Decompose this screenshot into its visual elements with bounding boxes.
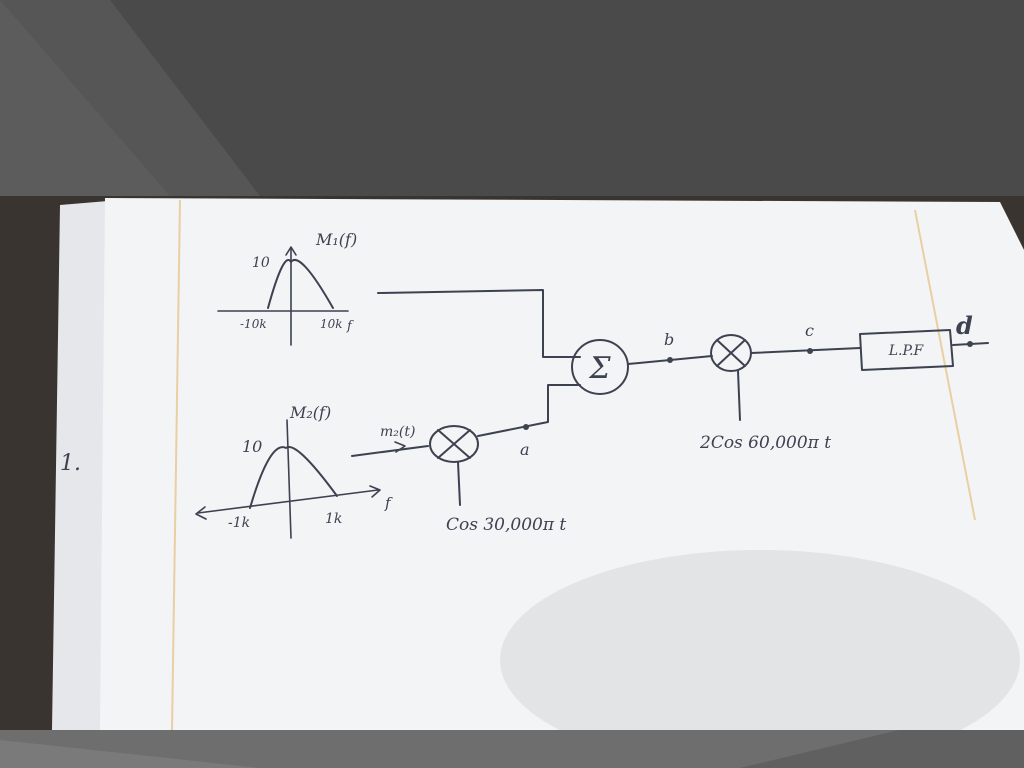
multiplier-1: [429, 425, 479, 463]
carrier1-label: Cos 30,000π t: [446, 515, 566, 535]
node-a-dot: [523, 424, 529, 430]
m2-left-tick: -1k: [228, 515, 250, 531]
m1-axis-label: f: [346, 319, 354, 334]
carrier1-wire: [457, 461, 461, 506]
lpf-label: L.P.F: [888, 343, 925, 359]
m2-signal-arrow-icon: [394, 441, 406, 453]
m1-peak-label: 10: [252, 255, 270, 271]
diagram-canvas: 1. 10 M₁(f) -10k 10k f 10 M₂(f) -1k 1k f: [0, 196, 1024, 730]
m2-horizontal-axis: [197, 489, 379, 514]
summer-block: Σ: [571, 339, 629, 395]
margin-line-right: [914, 209, 976, 521]
lpf-box: [859, 329, 954, 371]
spectrum-m2: 10 M₂(f) -1k 1k f: [195, 403, 393, 539]
m1-spectrum-curve: [267, 259, 334, 309]
m2-time-label: m₂(t): [380, 424, 415, 440]
summer-symbol: Σ: [588, 351, 611, 386]
node-d-label: d: [956, 311, 973, 340]
m2-right-tick: 1k: [325, 511, 342, 527]
node-c-dot: [807, 348, 813, 354]
node-a-label: a: [520, 440, 530, 459]
spectrum-m1: 10 M₁(f) -10k 10k f: [217, 230, 357, 346]
m1-right-tick: 10k: [320, 317, 343, 331]
node-c-label: c: [805, 321, 814, 340]
node-b-label: b: [664, 330, 674, 349]
node-d-dot: [967, 341, 973, 347]
multiplier-1-cross-icon: [437, 429, 471, 459]
m2-spectrum-curve: [249, 446, 338, 509]
node-c-wire: [750, 347, 861, 354]
m2-left-arrow-icon: [195, 506, 207, 520]
m1-axis-arrow-icon: [285, 246, 297, 256]
m2-peak-label: 10: [242, 437, 262, 456]
m2-right-arrow-icon: [369, 485, 381, 498]
m2-title: M₂(f): [289, 403, 331, 422]
carrier2-wire: [737, 370, 741, 421]
m1-left-tick: -10k: [240, 317, 267, 331]
diagram-photo: 1. 10 M₁(f) -10k 10k f 10 M₂(f) -1k 1k f: [0, 196, 1024, 730]
m2-vertical-axis: [286, 419, 292, 539]
m2-axis-label: f: [384, 494, 393, 512]
node-a-wire: [477, 384, 581, 437]
m1-signal-wire: [377, 289, 581, 358]
carrier2-label: 2Cos 60,000π t: [699, 433, 831, 453]
margin-mark: 1.: [60, 451, 81, 476]
lpf-block: L.P.F: [859, 329, 954, 371]
margin-line-left: [171, 199, 181, 730]
m2-signal-wire: [351, 445, 429, 457]
m1-title: M₁(f): [315, 230, 357, 249]
summer-circle: [571, 339, 629, 395]
multiplier-2-cross-icon: [716, 339, 746, 367]
multiplier-1-circle: [429, 425, 479, 463]
node-b-dot: [667, 357, 673, 363]
